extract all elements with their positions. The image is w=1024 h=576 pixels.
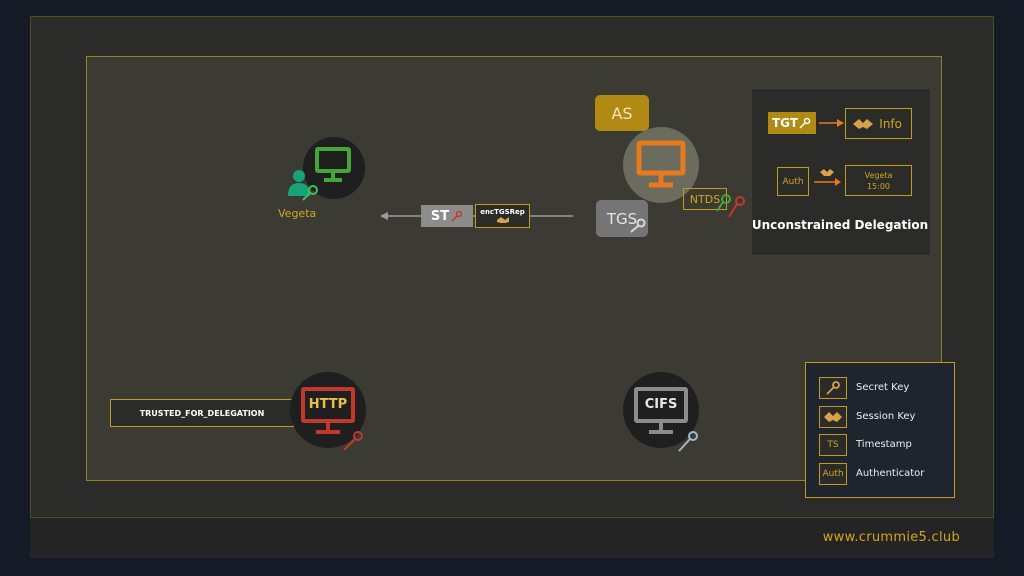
handshake-icon xyxy=(824,412,842,422)
legend-ts-swatch: TS xyxy=(819,434,847,456)
info-box: Info xyxy=(845,108,912,139)
key-icon xyxy=(630,218,646,233)
auth-box: Auth xyxy=(777,167,809,196)
service-ticket-label: ST xyxy=(430,208,450,224)
ntds-keys-icon xyxy=(716,194,745,218)
key-icon xyxy=(826,381,840,395)
enc-tgs-rep-box: encTGSRep xyxy=(475,204,530,228)
key-icon xyxy=(678,431,698,452)
tgs-label: TGS xyxy=(606,209,638,228)
authenticator-content-box: Vegeta 15:00 xyxy=(845,165,912,196)
key-icon xyxy=(799,117,811,129)
legend-label: Session Key xyxy=(856,411,916,422)
kdc-server xyxy=(623,127,699,203)
enc-tgs-rep-label: encTGSRep xyxy=(480,208,525,216)
info-label: Info xyxy=(879,116,902,131)
as-box: AS xyxy=(595,95,649,131)
authenticator-user: Vegeta xyxy=(864,171,893,180)
legend-handshake-swatch xyxy=(819,406,847,428)
legend-item-authenticator: Auth Authenticator xyxy=(819,463,924,485)
client-name: Vegeta xyxy=(278,207,317,220)
handshake-icon xyxy=(496,217,509,223)
tgs-box: TGS xyxy=(596,200,648,237)
legend: Secret Key Session Key TS Timestamp Auth… xyxy=(805,362,955,498)
key-icon xyxy=(451,210,463,222)
tgt-label: TGT xyxy=(772,116,799,130)
user-icon xyxy=(288,170,318,201)
cifs-server: CIFS xyxy=(623,372,699,448)
legend-label: Secret Key xyxy=(856,382,910,393)
monitor-icon xyxy=(315,147,351,182)
monitor-icon xyxy=(634,387,688,434)
legend-item-timestamp: TS Timestamp xyxy=(819,434,912,456)
legend-item-secret-key: Secret Key xyxy=(819,377,909,399)
legend-auth-swatch: Auth xyxy=(819,463,847,485)
legend-label: Timestamp xyxy=(856,439,912,450)
legend-item-session-key: Session Key xyxy=(819,406,915,428)
authenticator-time: 15:00 xyxy=(866,182,891,191)
footer-bar xyxy=(30,517,994,558)
trusted-for-delegation-flag: TRUSTED_FOR_DELEGATION xyxy=(110,399,294,427)
handshake-icon xyxy=(853,118,874,129)
monitor-icon xyxy=(636,140,686,188)
service-ticket: ST xyxy=(421,205,473,227)
client-workstation xyxy=(303,137,365,199)
legend-label: Authenticator xyxy=(856,468,925,479)
monitor-icon xyxy=(301,387,355,434)
http-label: HTTP xyxy=(308,397,348,412)
arrow-right-icon xyxy=(819,119,844,127)
ntds-box: NTDS xyxy=(683,188,727,210)
tgt-ticket: TGT xyxy=(768,112,816,134)
diagram-title: Unconstrained Delegation xyxy=(751,218,929,232)
key-icon xyxy=(343,431,363,451)
footer-url: www.crummie5.club xyxy=(822,530,960,545)
legend-key-swatch xyxy=(819,377,847,399)
cifs-label: CIFS xyxy=(644,397,678,412)
handshake-arrow-icon xyxy=(814,169,841,186)
